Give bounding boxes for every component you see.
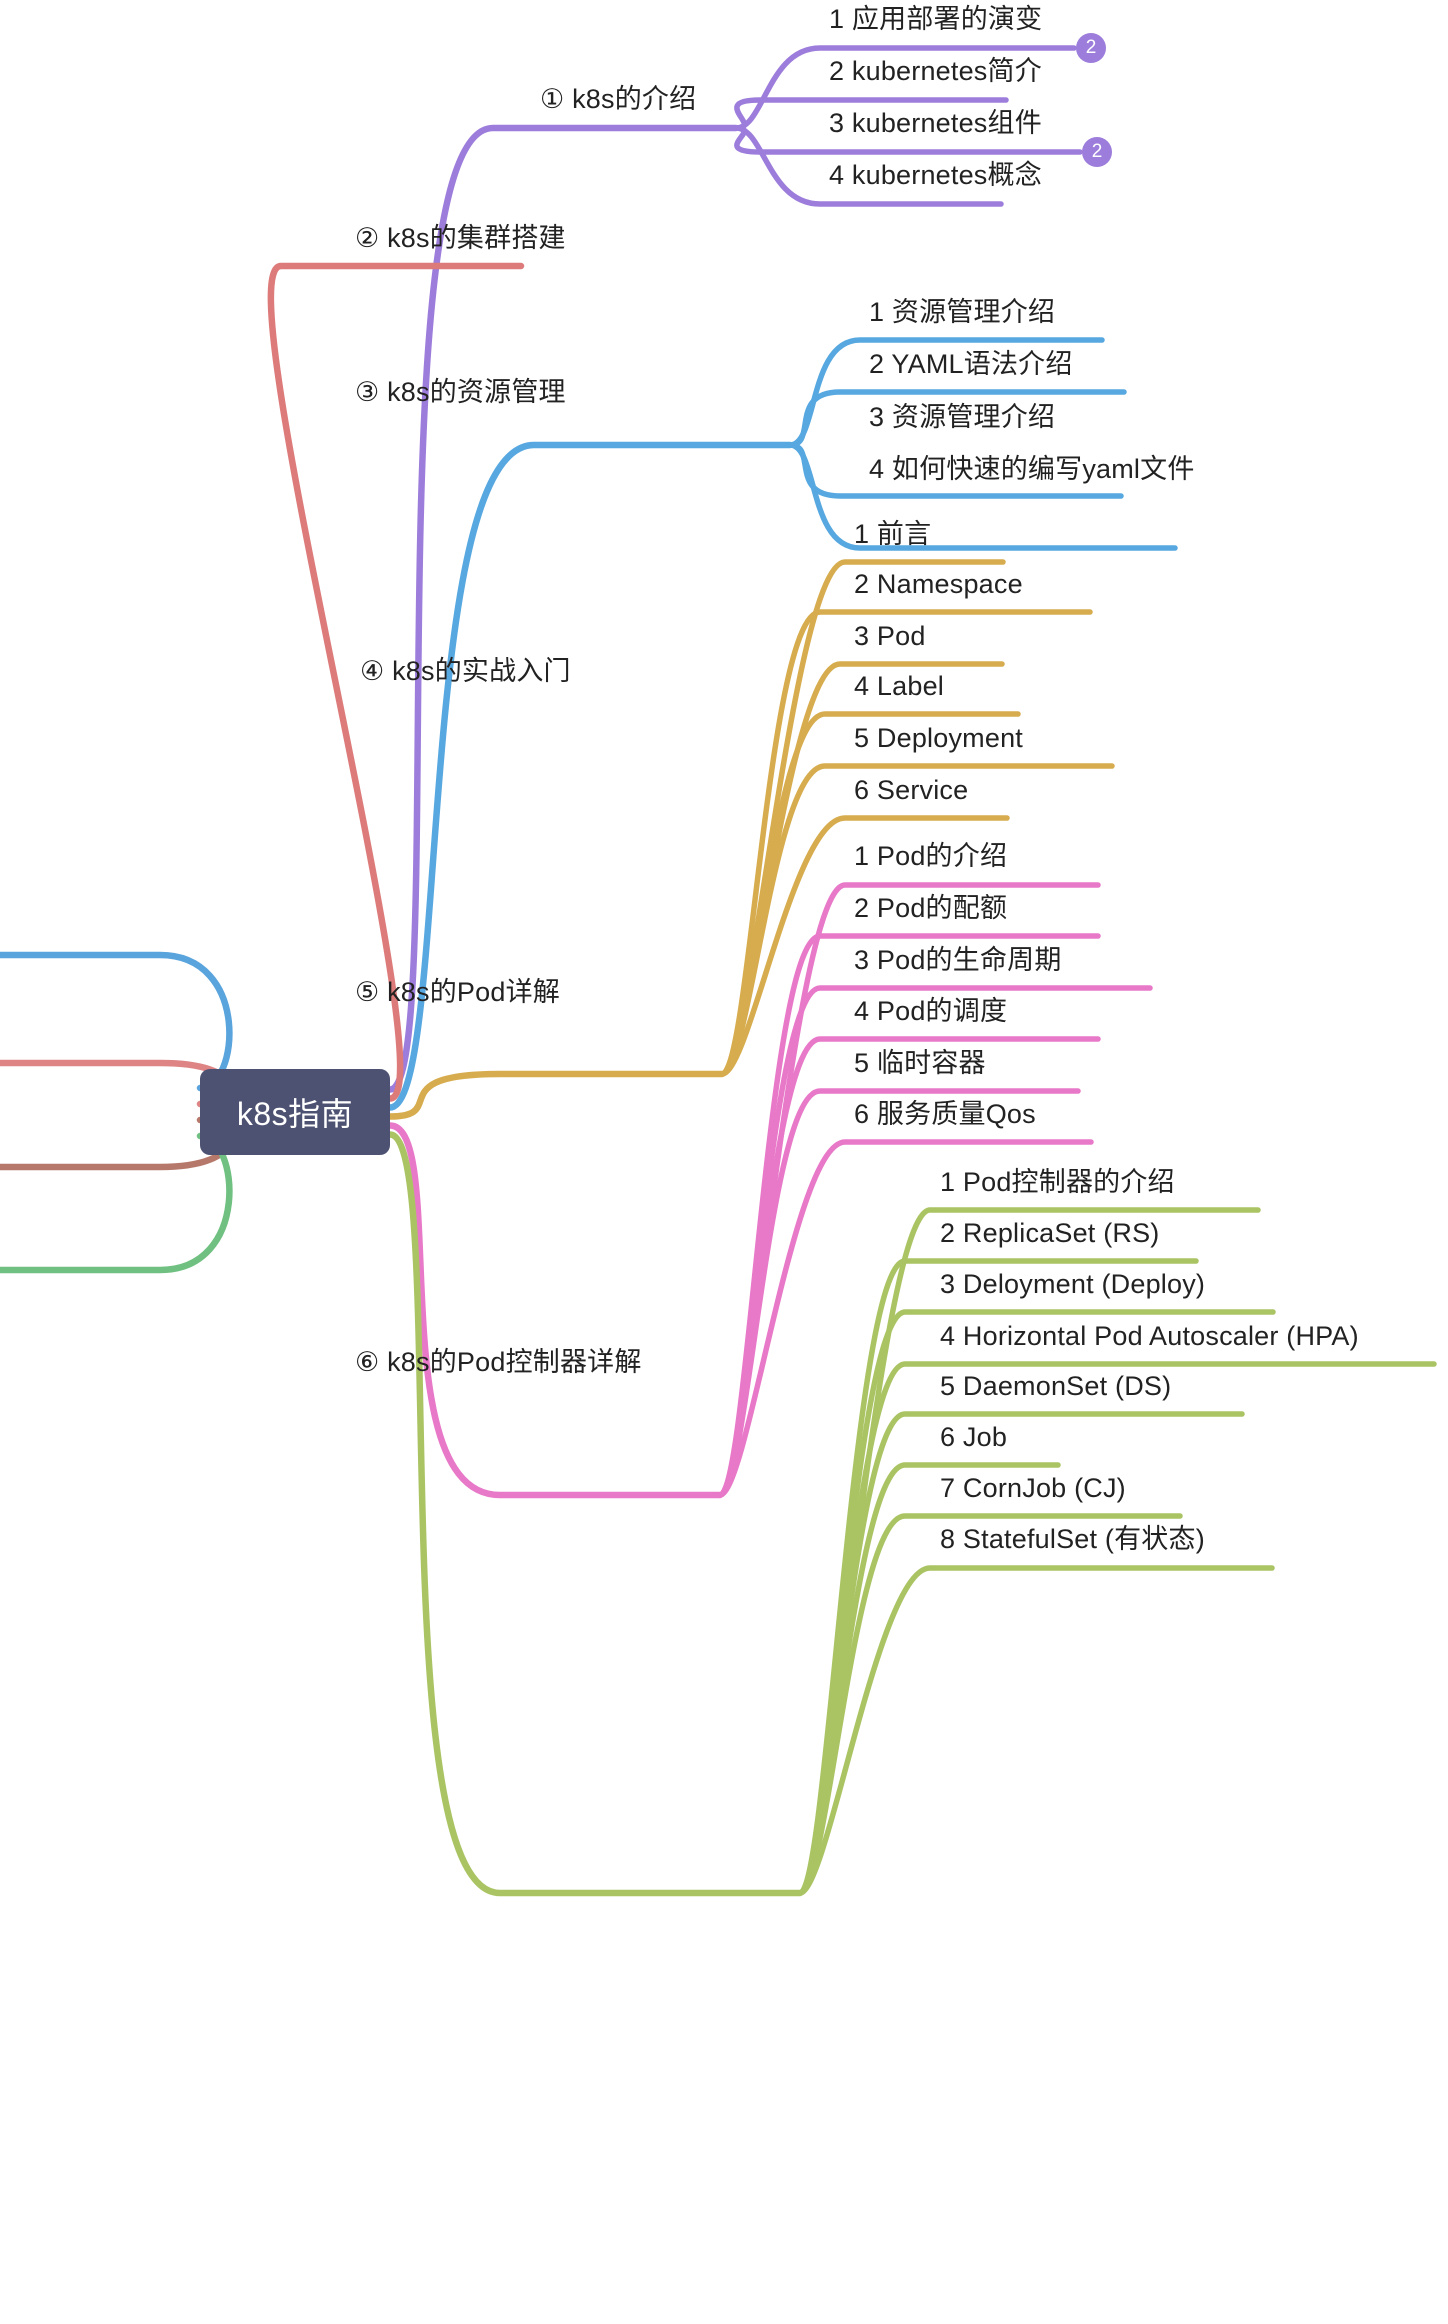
branch-3-leaf-2-label[interactable]: 2 YAML语法介绍 xyxy=(869,349,1073,379)
branch-6-leaf-3-label[interactable]: 3 Deloyment (Deploy) xyxy=(940,1269,1206,1299)
center-node[interactable]: k8s指南 xyxy=(200,1069,390,1155)
branch-4-leaf-6-label[interactable]: 6 Service xyxy=(854,775,969,805)
branch-1-leaf-1-badge[interactable]: 2 xyxy=(1076,33,1106,63)
branch-6-leaf-8-edge xyxy=(797,1565,1275,1896)
branch-1-leaf-2-label[interactable]: 2 kubernetes简介 xyxy=(829,56,1042,86)
branch-4-leaf-1-label[interactable]: 1 前言 xyxy=(854,519,932,549)
branch-5-leaf-1-label[interactable]: 1 Pod的介绍 xyxy=(854,841,1008,871)
branch-6-leaf-4-edge xyxy=(797,1361,1437,1896)
branch-4-leaf-3-label[interactable]: 3 Pod xyxy=(854,621,926,651)
branch-6-leaf-5-label[interactable]: 5 DaemonSet (DS) xyxy=(940,1371,1172,1401)
branch-6-leaf-6-label[interactable]: 6 Job xyxy=(940,1422,1008,1452)
branch-4-leaf-4-label[interactable]: 4 Label xyxy=(854,671,944,701)
left-stub-2 xyxy=(0,1059,233,1108)
branch-1-leaf-3-label[interactable]: 3 kubernetes组件 xyxy=(829,108,1042,138)
branch-2-label[interactable]: ② k8s的集群搭建 xyxy=(355,223,566,253)
branch-1-label[interactable]: ① k8s的介绍 xyxy=(540,84,697,114)
branch-5-leaf-5-label[interactable]: 5 临时容器 xyxy=(854,1048,986,1078)
branch-6-trunk xyxy=(386,1131,804,1897)
branch-5-leaf-6-label[interactable]: 6 服务质量Qos xyxy=(854,1099,1036,1129)
branch-5-trunk xyxy=(386,1122,724,1499)
left-stub-3 xyxy=(0,1116,233,1171)
branch-2-trunk xyxy=(267,262,525,1102)
branch-6-leaf-7-label[interactable]: 7 CornJob (CJ) xyxy=(940,1473,1126,1503)
branch-3-leaf-2-edge xyxy=(787,389,1127,448)
branch-4-leaf-5-label[interactable]: 5 Deployment xyxy=(854,723,1023,753)
left-stub-4 xyxy=(0,1132,233,1274)
branch-5-leaf-3-label[interactable]: 3 Pod的生命周期 xyxy=(854,945,1062,975)
branch-6-label[interactable]: ⑥ k8s的Pod控制器详解 xyxy=(355,1347,642,1377)
branch-6-leaf-8-label[interactable]: 8 StatefulSet (有状态) xyxy=(940,1524,1205,1554)
branch-4-leaf-2-label[interactable]: 2 Namespace xyxy=(854,569,1023,599)
center-node-label: k8s指南 xyxy=(236,1096,354,1132)
branch-3-trunk xyxy=(386,441,794,1111)
branch-5-leaf-6-edge xyxy=(717,1139,1094,1498)
branch-4-label[interactable]: ④ k8s的实战入门 xyxy=(360,656,571,686)
branch-5-leaf-2-label[interactable]: 2 Pod的配额 xyxy=(854,893,1008,923)
branch-5-leaf-4-label[interactable]: 4 Pod的调度 xyxy=(854,996,1008,1026)
branch-1-leaf-4-label[interactable]: 4 kubernetes概念 xyxy=(829,160,1042,190)
branch-1-leaf-3-badge[interactable]: 2 xyxy=(1082,137,1112,167)
branch-6-leaf-1-label[interactable]: 1 Pod控制器的介绍 xyxy=(940,1167,1175,1197)
branch-3-leaf-4-edge xyxy=(787,442,1178,551)
branch-1-trunk xyxy=(386,124,740,1093)
branch-6-leaf-4-label[interactable]: 4 Horizontal Pod Autoscaler (HPA) xyxy=(940,1321,1359,1351)
branch-3-leaf-1-label[interactable]: 1 资源管理介绍 xyxy=(869,297,1056,327)
branch-3-leaf-3-label[interactable]: 3 资源管理介绍 xyxy=(869,402,1056,432)
branch-5-label[interactable]: ⑤ k8s的Pod详解 xyxy=(355,977,560,1007)
branch-4-trunk xyxy=(386,1070,726,1120)
branch-1-leaf-4-edge xyxy=(733,125,1004,207)
branch-6-leaf-2-label[interactable]: 2 ReplicaSet (RS) xyxy=(940,1218,1160,1248)
branch-3-label[interactable]: ③ k8s的资源管理 xyxy=(355,377,566,407)
branch-4-leaf-6-edge xyxy=(719,815,1010,1077)
branch-1-leaf-1-label[interactable]: 1 应用部署的演变 xyxy=(829,4,1043,34)
branch-3-leaf-4-label[interactable]: 4 如何快速的编写yaml文件 xyxy=(869,454,1195,484)
